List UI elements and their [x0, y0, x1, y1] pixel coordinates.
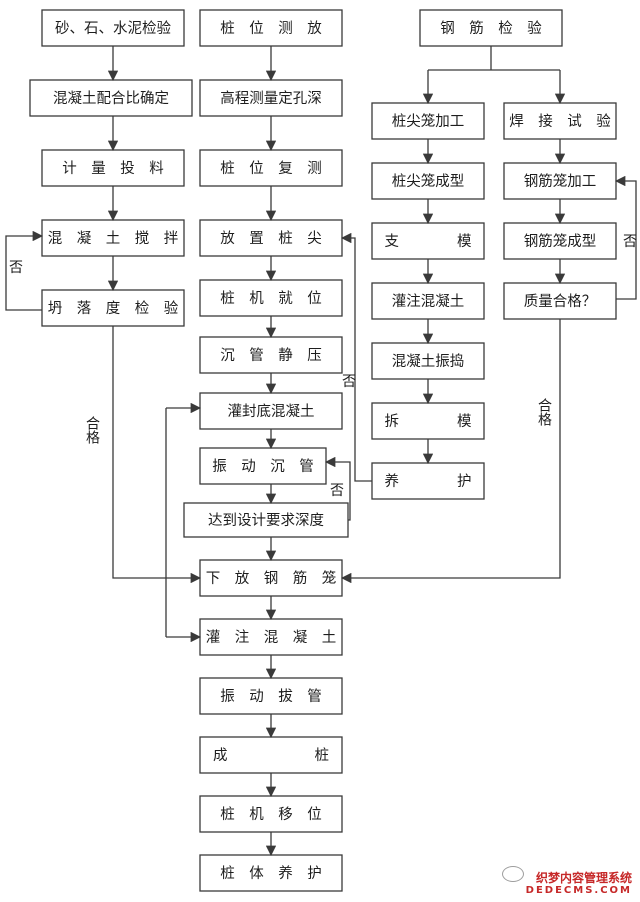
svg-text:振 动 拔 管: 振 动 拔 管	[220, 688, 322, 705]
svg-text:焊 接 试 验: 焊 接 试 验	[509, 113, 611, 130]
node-pile-recheck: 桩 位 复 测	[199, 149, 343, 187]
svg-text:混 凝 土 搅 拌: 混 凝 土 搅 拌	[48, 230, 179, 247]
svg-text:成 桩: 成 桩	[213, 747, 329, 764]
node-pour-seal: 灌封底混凝土	[199, 392, 343, 430]
label-pass-slump: 合格	[84, 416, 100, 444]
svg-text:高程测量定孔深: 高程测量定孔深	[220, 90, 322, 107]
node-sink-press: 沉 管 静 压	[199, 336, 343, 374]
node-place-tip: 放 置 桩 尖	[199, 219, 343, 257]
node-pile-done: 成 桩	[199, 736, 343, 774]
node-sand-test: 砂、石、水泥检验	[41, 9, 185, 47]
node-tip-cage-form: 桩尖笼成型	[371, 162, 485, 200]
svg-text:钢筋笼加工: 钢筋笼加工	[524, 173, 597, 190]
node-design-depth: 达到设计要求深度	[183, 502, 349, 538]
watermark-title: 织梦内容管理系统	[535, 870, 632, 885]
watermark-url: DEDECMS.COM	[525, 885, 632, 896]
label-no-quality: 否	[623, 234, 637, 250]
svg-text:桩 体 养 护: 桩 体 养 护	[220, 865, 322, 882]
node-cage-form: 钢筋笼成型	[503, 222, 617, 260]
svg-text:计 量 投 料: 计 量 投 料	[62, 160, 164, 177]
edge-quality-fail-loop	[614, 175, 637, 300]
node-rig-position: 桩 机 就 位	[199, 279, 343, 317]
edge-slump-fail-loop	[5, 230, 44, 311]
node-pile-cure: 桩 体 养 护	[199, 854, 343, 892]
node-quality-ok: 质量合格？	[503, 282, 617, 320]
node-elevation-depth: 高程测量定孔深	[199, 79, 343, 117]
node-mix-ratio: 混凝土配合比确定	[29, 79, 193, 117]
svg-text:桩 位 复 测: 桩 位 复 测	[220, 159, 322, 177]
chat-bubble-icon	[502, 866, 524, 882]
label-pass-quality: 合格	[536, 398, 552, 426]
node-pile-layout: 桩 位 测 放	[199, 9, 343, 47]
node-rig-move: 桩 机 移 位	[199, 795, 343, 833]
node-cage-fab: 钢筋笼加工	[503, 162, 617, 200]
svg-text:灌封底混凝土: 灌封底混凝土	[228, 403, 315, 420]
svg-text:质量合格？: 质量合格？	[524, 293, 597, 310]
svg-text:下 放 钢 筋 笼: 下 放 钢 筋 笼	[206, 570, 337, 587]
node-weld-test: 焊 接 试 验	[503, 102, 617, 140]
svg-text:达到设计要求深度: 达到设计要求深度	[208, 512, 324, 529]
node-vibro-sink: 振 动 沉 管	[199, 447, 327, 485]
svg-text:桩尖笼加工: 桩尖笼加工	[392, 113, 465, 130]
edge-tipcure-to-place-tip	[340, 232, 372, 482]
svg-text:拆 模: 拆 模	[385, 413, 472, 430]
svg-text:灌 注 混 凝 土: 灌 注 混 凝 土	[206, 629, 337, 646]
node-pour-concrete: 灌 注 混 凝 土	[199, 618, 343, 656]
node-vibro-extract: 振 动 拔 管	[199, 677, 343, 715]
svg-text:桩 机 就 位: 桩 机 就 位	[220, 290, 322, 307]
node-tip-cure: 养 护	[371, 462, 485, 500]
label-no-tip: 否	[342, 374, 356, 390]
watermark: 织梦内容管理系统 DEDECMS.COM	[525, 870, 632, 896]
svg-text:养 护: 养 护	[385, 473, 472, 490]
node-demold: 拆 模	[371, 402, 485, 440]
svg-text:桩 机 移 位: 桩 机 移 位	[220, 806, 322, 823]
node-tip-pour: 灌注混凝土	[371, 282, 485, 320]
node-slump-test: 坍 落 度 检 验	[41, 289, 185, 327]
label-no-depth: 否	[330, 483, 344, 499]
svg-text:坍 落 度 检 验: 坍 落 度 检 验	[48, 300, 179, 317]
edge-slump-pass-to-cage	[112, 326, 202, 584]
svg-text:沉 管 静 压: 沉 管 静 压	[220, 347, 322, 364]
label-no-slump: 否	[9, 260, 23, 276]
node-mixing: 混 凝 土 搅 拌	[41, 219, 185, 257]
svg-text:桩 位 测 放: 桩 位 测 放	[220, 20, 322, 37]
node-lower-cage: 下 放 钢 筋 笼	[199, 559, 343, 597]
svg-text:混凝土振捣: 混凝土振捣	[392, 353, 465, 370]
node-rebar-test: 钢 筋 检 验	[419, 9, 563, 47]
svg-text:灌注混凝土: 灌注混凝土	[392, 293, 465, 310]
svg-text:混凝土配合比确定: 混凝土配合比确定	[53, 90, 169, 107]
edge-quality-pass-to-cage	[340, 319, 561, 584]
svg-text:振 动 沉 管: 振 动 沉 管	[212, 458, 314, 475]
svg-text:砂、石、水泥检验: 砂、石、水泥检验	[55, 20, 171, 37]
svg-text:桩尖笼成型: 桩尖笼成型	[392, 173, 465, 190]
svg-text:放 置 桩 尖: 放 置 桩 尖	[220, 230, 322, 247]
svg-text:支 模: 支 模	[385, 233, 472, 250]
svg-text:钢 筋 检 验: 钢 筋 检 验	[440, 20, 542, 37]
node-tip-cage-fab: 桩尖笼加工	[371, 102, 485, 140]
svg-text:钢筋笼成型: 钢筋笼成型	[524, 233, 597, 250]
node-tip-vibrate: 混凝土振捣	[371, 342, 485, 380]
node-metering: 计 量 投 料	[41, 149, 185, 187]
node-formwork: 支 模	[371, 222, 485, 260]
edge-depth-fail-loop	[324, 456, 351, 521]
